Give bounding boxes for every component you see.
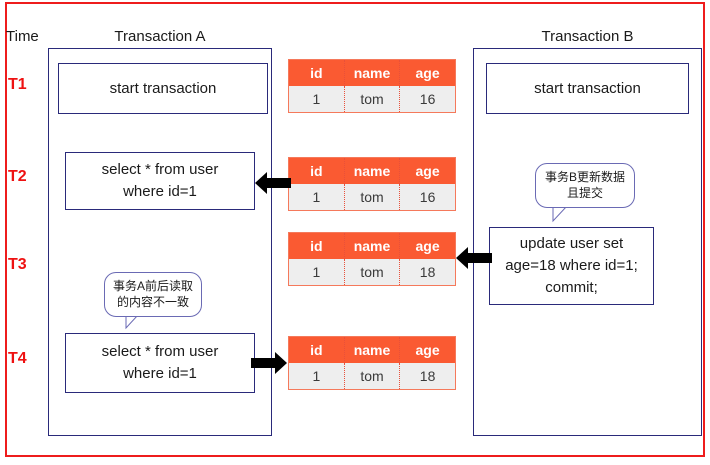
- note-bubble-transaction-b: 事务B更新数据 且提交: [535, 163, 635, 225]
- data-table-t2-header: id name age: [289, 158, 455, 184]
- table-row: 1 tom 16: [289, 86, 455, 112]
- cell-name: tom: [343, 184, 401, 210]
- cell-name: tom: [343, 363, 401, 389]
- col-header-id: id: [310, 163, 323, 179]
- col-header-id: id: [310, 342, 323, 358]
- time-tick-t1: T1: [8, 76, 27, 93]
- data-table-t1-header: id name age: [289, 60, 455, 86]
- table-row: 1 tom 18: [289, 363, 455, 389]
- outer-red-frame: [5, 2, 705, 457]
- col-header-id: id: [310, 238, 323, 254]
- stmt-a-select-t4-line2: where id=1: [123, 365, 197, 382]
- note-bubble-transaction-a: 事务A前后读取 的内容不一致: [104, 272, 202, 330]
- data-table-t3-header: id name age: [289, 233, 455, 259]
- time-axis-label: Time: [6, 28, 39, 45]
- stmt-b-start-transaction[interactable]: start transaction: [486, 63, 689, 114]
- cell-name: tom: [343, 259, 401, 285]
- stmt-b-update-line3: commit;: [545, 278, 598, 296]
- stmt-a-select-t2[interactable]: select * from user where id=1: [65, 152, 255, 210]
- stmt-a-select-t2-line1: select * from user: [101, 161, 219, 179]
- col-header-age: age: [415, 65, 440, 81]
- cell-name: tom: [343, 86, 401, 112]
- note-bubble-b-line2: 且提交: [566, 185, 603, 200]
- stmt-a-select-t4[interactable]: select * from user where id=1: [65, 333, 255, 393]
- lane-title-transaction-a: Transaction A: [114, 28, 206, 45]
- note-bubble-b-body: 事务B更新数据 且提交: [535, 163, 635, 208]
- col-header-name: name: [343, 158, 401, 184]
- arrow-left-t3-icon: [456, 247, 492, 269]
- cell-age: 18: [419, 264, 436, 280]
- lane-container-transaction-b: [473, 48, 702, 436]
- lane-title-transaction-b: Transaction B: [541, 28, 634, 45]
- data-table-t1: id name age 1 tom 16: [288, 59, 456, 113]
- arrow-left-t2-icon: [255, 172, 291, 194]
- col-header-name: name: [343, 60, 401, 86]
- note-bubble-b-line1: 事务B更新数据: [544, 169, 625, 184]
- table-row: 1 tom 18: [289, 259, 455, 285]
- col-header-age: age: [415, 342, 440, 358]
- cell-age: 16: [419, 91, 436, 107]
- col-header-age: age: [415, 163, 440, 179]
- stmt-a-start-transaction[interactable]: start transaction: [58, 63, 268, 114]
- time-tick-t3: T3: [8, 256, 27, 273]
- data-table-t3: id name age 1 tom 18: [288, 232, 456, 286]
- col-header-name: name: [343, 233, 401, 259]
- stmt-b-update-line2: age=18 where id=1;: [505, 257, 638, 275]
- cell-age: 16: [419, 189, 436, 205]
- lane-container-transaction-a: [48, 48, 272, 436]
- data-table-t4: id name age 1 tom 18: [288, 336, 456, 390]
- cell-id: 1: [312, 264, 321, 280]
- cell-id: 1: [312, 91, 321, 107]
- col-header-id: id: [310, 65, 323, 81]
- cell-id: 1: [312, 368, 321, 384]
- data-table-t4-header: id name age: [289, 337, 455, 363]
- stmt-a-select-t2-line2: where id=1: [123, 183, 197, 200]
- cell-age: 18: [419, 368, 436, 384]
- stmt-b-update-commit[interactable]: update user set age=18 where id=1; commi…: [489, 227, 654, 305]
- arrow-right-t4-icon: [251, 352, 287, 374]
- cell-id: 1: [312, 189, 321, 205]
- table-row: 1 tom 16: [289, 184, 455, 210]
- col-header-name: name: [343, 337, 401, 363]
- col-header-age: age: [415, 238, 440, 254]
- stmt-b-update-line1: update user set: [519, 235, 624, 253]
- data-table-t2: id name age 1 tom 16: [288, 157, 456, 211]
- stmt-a-select-t4-line1: select * from user: [101, 343, 219, 361]
- time-tick-t4: T4: [8, 350, 27, 367]
- note-bubble-a-line1: 事务A前后读取: [112, 278, 193, 293]
- note-bubble-a-body: 事务A前后读取 的内容不一致: [104, 272, 202, 317]
- note-bubble-a-line2: 的内容不一致: [116, 294, 189, 309]
- time-tick-t2: T2: [8, 168, 27, 185]
